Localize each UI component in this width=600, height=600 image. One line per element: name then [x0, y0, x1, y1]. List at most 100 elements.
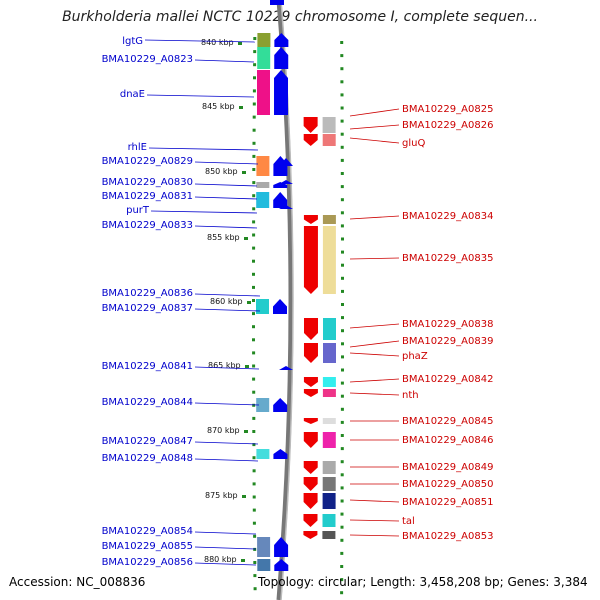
reverse-gene-label: BMA10229_A0846	[402, 435, 493, 446]
leader-line	[194, 458, 259, 462]
reverse-gene-label: BMA10229_A0850	[402, 479, 493, 490]
forward-gene-label: dnaE	[120, 89, 145, 100]
leader-line	[349, 340, 400, 348]
tick-mark	[340, 211, 344, 215]
tick-mark	[252, 128, 256, 132]
feature-block	[256, 192, 270, 208]
tick-mark	[341, 289, 344, 293]
forward-arrow-top	[270, 0, 284, 5]
forward-gene-label: BMA10229_A0855	[102, 541, 193, 552]
leader-line	[349, 378, 400, 383]
forward-arrow	[274, 47, 289, 69]
ruler-label: 875 kbp	[205, 491, 238, 500]
leader-line	[349, 108, 400, 117]
tick-mark	[252, 181, 256, 185]
reverse-gene-label: BMA10229_A0842	[402, 374, 493, 385]
forward-arrow-small	[279, 158, 293, 166]
tick-mark	[252, 272, 255, 276]
ruler-label: 850 kbp	[205, 167, 238, 176]
leader-line	[349, 352, 400, 357]
tick-mark	[252, 338, 255, 342]
reverse-arrow	[303, 461, 318, 474]
feature-block	[322, 477, 336, 491]
ruler-tick	[241, 559, 245, 562]
leader-line	[349, 124, 400, 130]
forward-arrow	[274, 537, 289, 557]
feature-block	[322, 215, 336, 224]
tick-mark	[253, 587, 257, 591]
leader-line	[146, 94, 255, 98]
tick-mark	[340, 93, 344, 97]
genome-stats-label: Topology: circular; Length: 3,458,208 bp…	[258, 575, 588, 589]
reverse-arrow	[303, 432, 318, 448]
reverse-gene-label: nth	[402, 390, 419, 401]
reverse-arrow	[303, 343, 318, 363]
reverse-strand-features	[303, 117, 336, 539]
tick-mark	[252, 377, 256, 381]
reverse-gene-label: BMA10229_A0849	[402, 462, 493, 473]
tick-mark	[252, 233, 256, 237]
forward-arrow	[273, 192, 288, 208]
tick-mark	[341, 276, 344, 280]
tick-mark	[340, 460, 344, 464]
tick-mark	[252, 390, 256, 394]
feature-block	[257, 537, 271, 557]
forward-gene-label: BMA10229_A0823	[102, 54, 193, 65]
ruler-tick	[239, 106, 243, 109]
feature-block	[322, 461, 336, 474]
tick-mark	[252, 351, 256, 355]
leader-line	[148, 147, 259, 151]
tick-mark	[252, 325, 255, 329]
tick-mark	[252, 168, 256, 171]
leader-line	[194, 183, 258, 187]
feature-block	[322, 117, 336, 133]
forward-gene-label: BMA10229_A0847	[102, 436, 193, 447]
tick-mark	[341, 316, 344, 320]
forward-arrow	[274, 33, 289, 47]
reverse-gene-label: BMA10229_A0835	[402, 253, 493, 264]
tick-mark	[340, 198, 344, 202]
reverse-gene-label: gluQ	[402, 138, 425, 149]
feature-block	[256, 299, 269, 314]
feature-block	[322, 418, 336, 424]
reverse-gene-label: BMA10229_A0845	[402, 416, 493, 427]
forward-gene-label: BMA10229_A0836	[102, 288, 193, 299]
ruler-tick	[244, 430, 248, 433]
reverse-arrow	[303, 531, 318, 539]
tick-mark	[253, 547, 257, 551]
ruler-tick	[244, 237, 248, 240]
forward-gene-label: BMA10229_A0841	[102, 361, 193, 372]
tick-mark	[340, 434, 344, 437]
tick-mark	[252, 521, 256, 525]
tick-mark	[341, 329, 344, 333]
forward-arrow	[273, 398, 288, 412]
reverse-gene-label: BMA10229_A0838	[402, 319, 493, 330]
tick-mark	[252, 89, 256, 93]
reverse-arrow	[303, 215, 318, 224]
ruler-label: 860 kbp	[210, 297, 243, 306]
feature-block	[257, 70, 270, 115]
tick-mark	[340, 158, 344, 162]
forward-gene-label: BMA10229_A0844	[102, 397, 193, 408]
reverse-arrow	[303, 226, 318, 294]
leader-line	[194, 293, 261, 297]
ruler-tick	[247, 301, 251, 304]
feature-block	[322, 514, 336, 527]
tick-mark	[340, 591, 344, 595]
tick-mark	[252, 508, 256, 512]
tick-mark	[252, 469, 256, 473]
reverse-gene-label: BMA10229_A0853	[402, 531, 493, 542]
tick-mark	[341, 355, 344, 359]
feature-block	[322, 377, 336, 387]
forward-arrow	[274, 70, 289, 115]
tick-mark	[340, 132, 344, 136]
reverse-gene-labels: BMA10229_A0825BMA10229_A0826gluQBMA10229…	[349, 104, 493, 542]
leader-line	[194, 402, 260, 406]
leader-line	[194, 308, 261, 312]
tick-mark	[252, 430, 256, 433]
tick-mark	[252, 495, 256, 499]
tick-mark	[340, 578, 344, 582]
tick-mark	[252, 154, 256, 158]
tick-mark	[341, 237, 344, 241]
